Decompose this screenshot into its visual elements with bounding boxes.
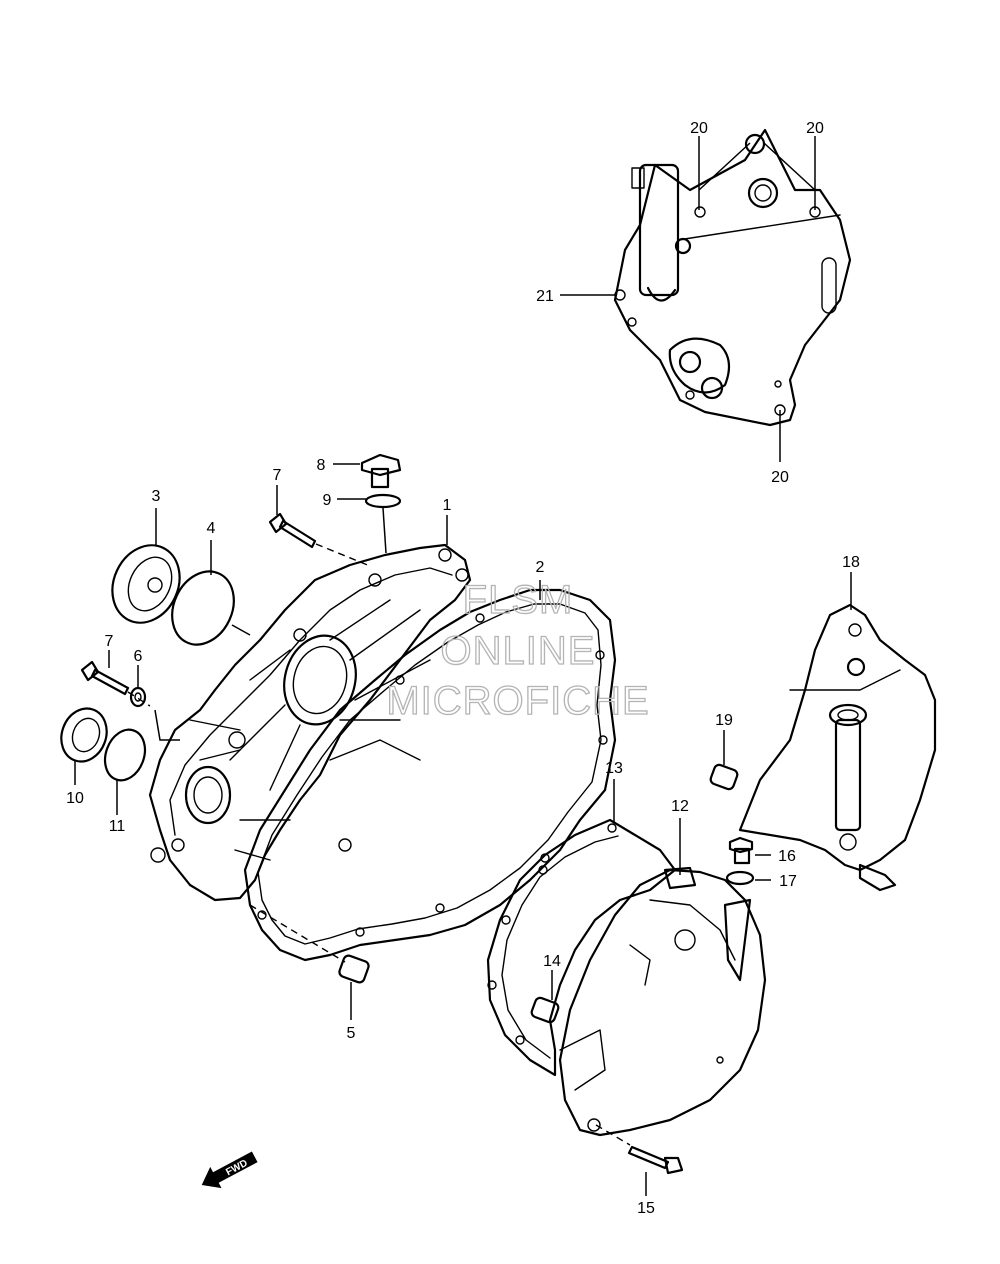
drain-washer-part [364,493,402,509]
watermark-line-3: MICROFICHE [386,679,649,723]
callout-2: 2 [536,559,545,576]
callout-1: 1 [443,497,452,514]
callout-9: 9 [323,492,332,509]
watermark-line-1: FLSM [463,578,574,622]
cover-plate-part [613,128,852,427]
callout-21: 21 [536,288,554,305]
callout-20b: 20 [806,120,824,137]
bolt-upper-part [268,512,317,549]
callout-5: 5 [347,1025,356,1042]
callout-11: 11 [109,818,126,835]
callout-4: 4 [207,520,216,537]
callout-14: 14 [543,953,561,970]
fwd-label: FWD [224,1158,249,1178]
fwd-direction-arrow: FWD [201,1151,258,1189]
callout-7a: 7 [273,467,282,484]
plug-cap-part [111,544,181,624]
callout-18: 18 [842,554,860,571]
callout-12: 12 [671,798,689,815]
leader-lines [74,136,852,1196]
callout-7b: 7 [105,633,114,650]
oil-plug-part [728,836,754,865]
dowel-pin-19-part [709,763,739,791]
o-ring-small-part [103,728,147,782]
oil-plug-washer-part [725,870,755,886]
callout-15: 15 [637,1200,655,1217]
callout-20c: 20 [771,469,789,486]
upper-cover-part [738,603,937,892]
callout-20a: 20 [690,120,708,137]
washer-part [129,686,147,708]
callout-3: 3 [152,488,161,505]
clutch-cover-part [148,543,472,902]
arrow-left-icon [201,1151,258,1189]
assembly-lines [127,543,631,1146]
callout-8: 8 [317,457,326,474]
gasket-lower-part [486,818,677,1077]
callout-17: 17 [779,873,797,890]
drain-plug-part [360,453,402,489]
generator-cover-part [558,866,767,1137]
callout-13: 13 [605,760,623,777]
callout-labels: 1 2 3 4 5 6 7 7 8 9 10 11 12 13 14 15 16… [66,120,860,1217]
dowel-pin-14-part [530,996,560,1024]
callout-10: 10 [66,790,84,807]
watermark: FLSM ONLINE MICROFICHE [386,577,650,723]
callout-16: 16 [778,848,796,865]
watermark-line-2: ONLINE [441,629,596,673]
o-ring-large-part [171,570,235,646]
callout-19: 19 [715,712,733,729]
bolt-lower-part [627,1145,684,1175]
bolt-left-part [80,660,130,696]
dowel-pin-5-part [338,954,370,984]
callout-6: 6 [134,648,143,665]
